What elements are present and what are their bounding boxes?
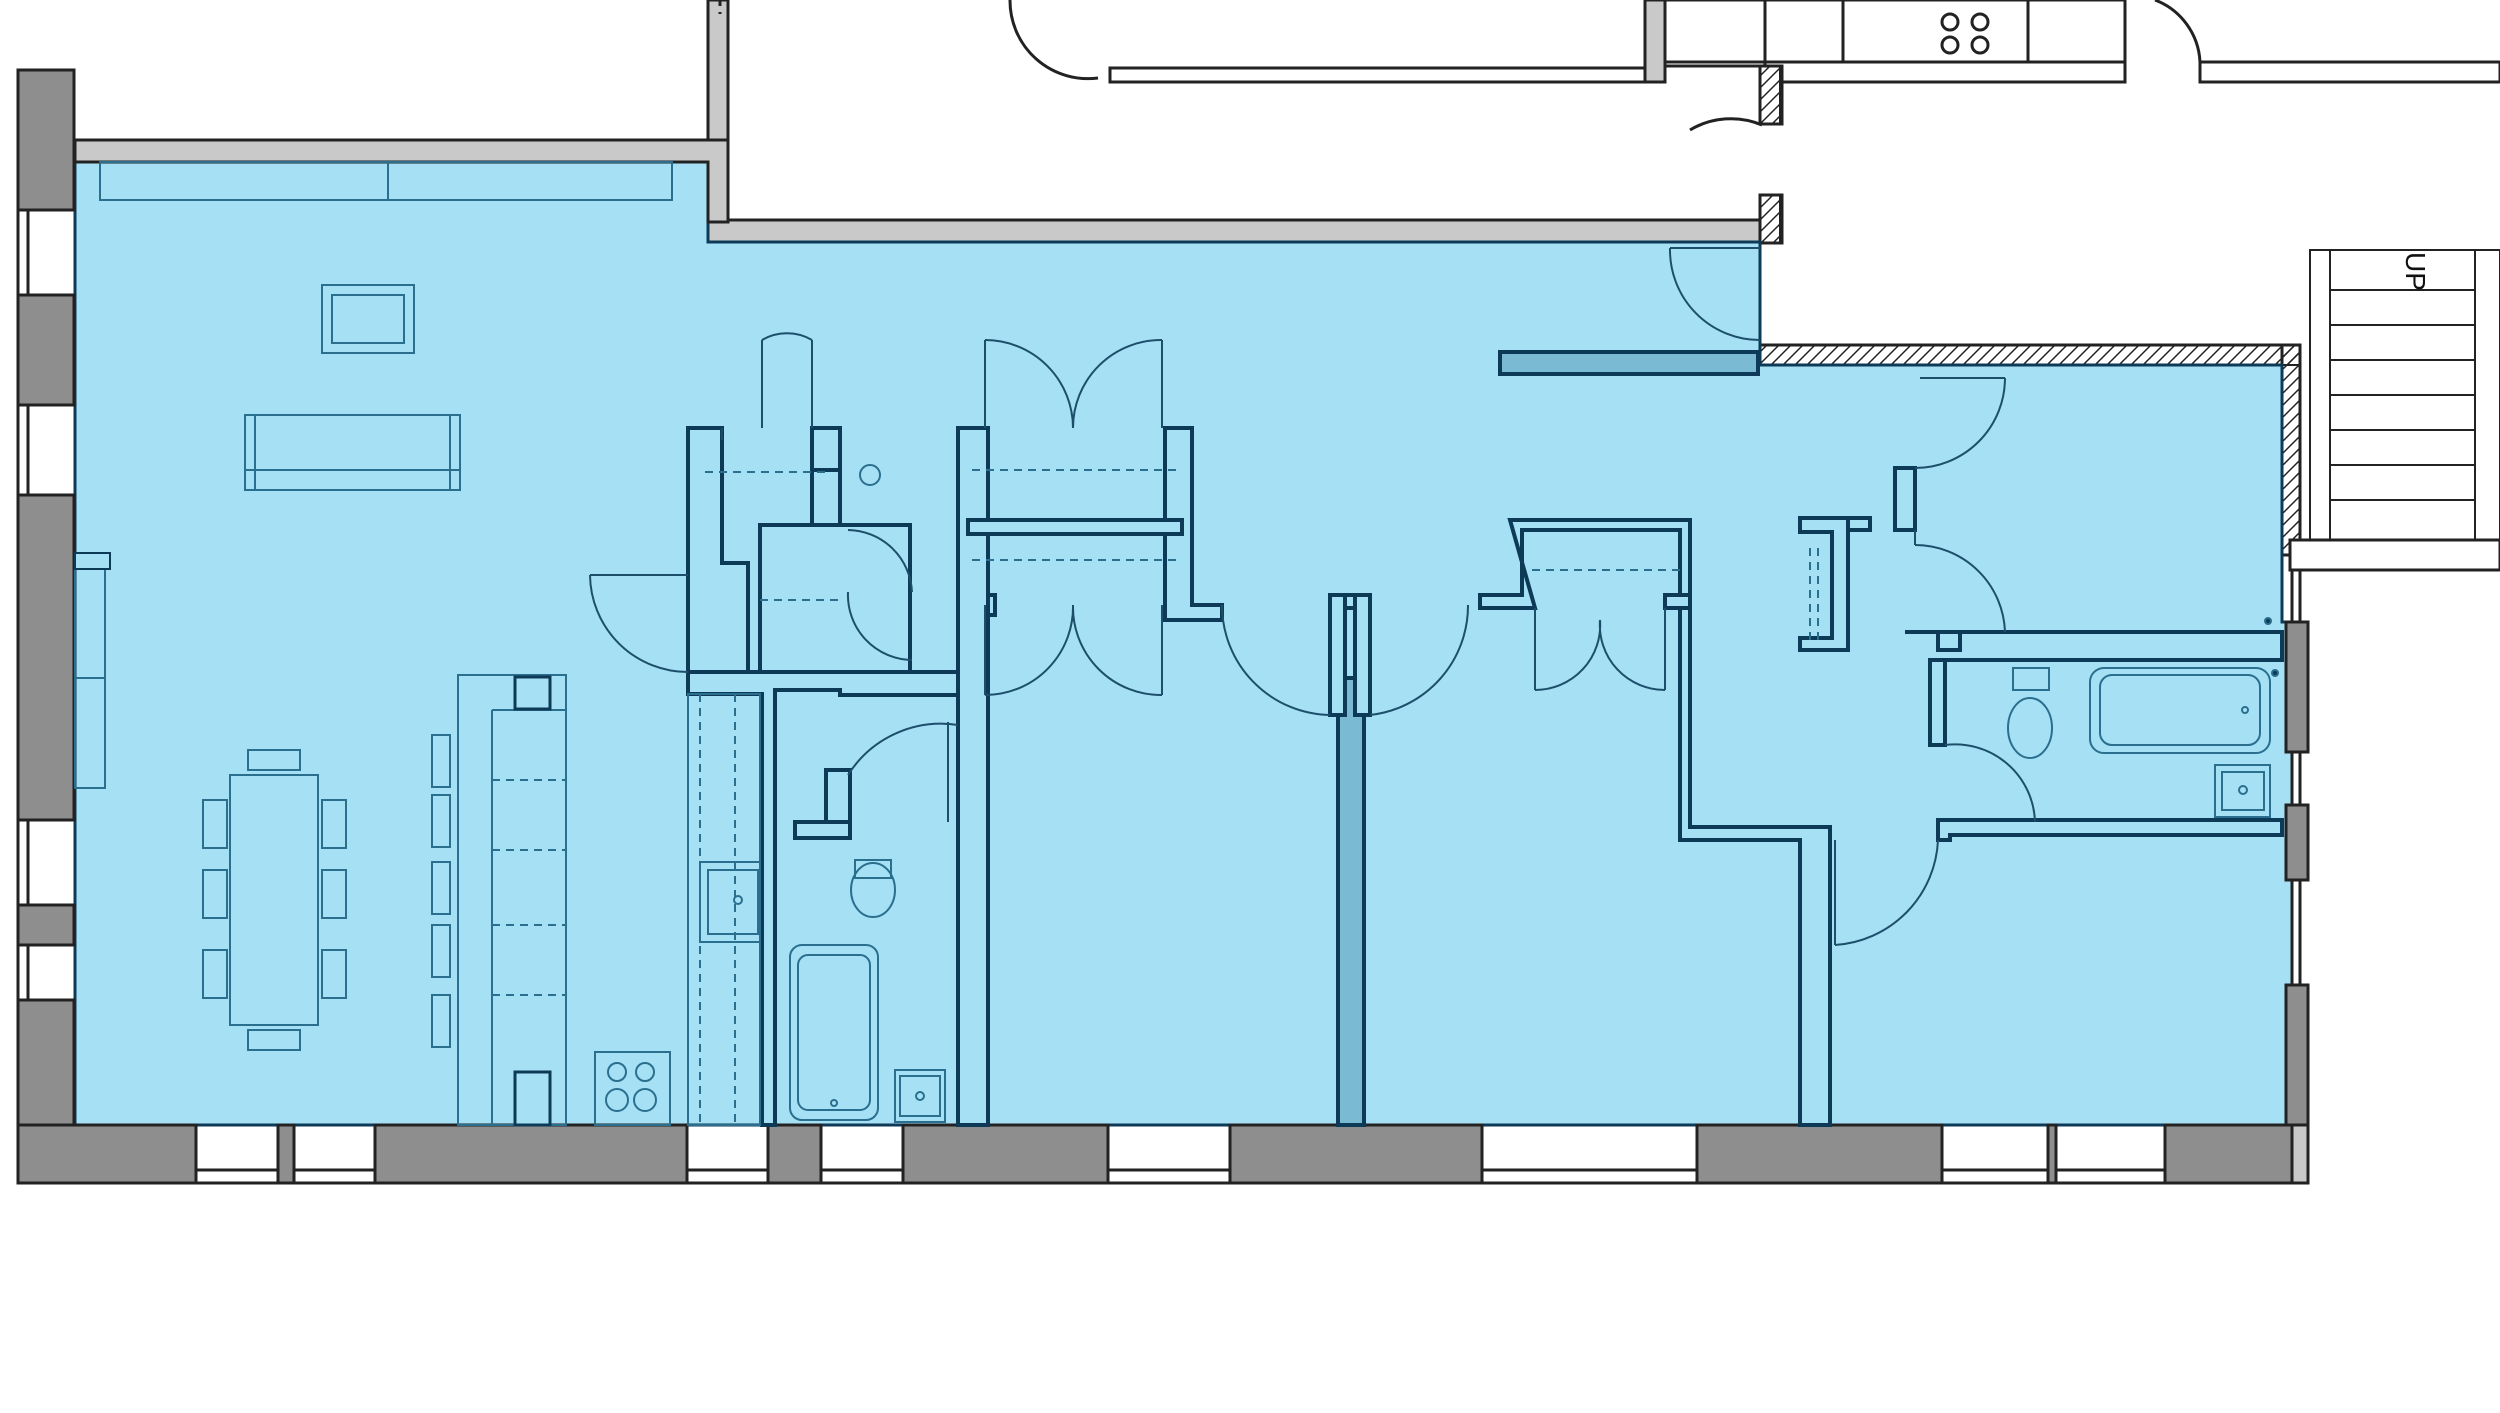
doors bbox=[589, 247, 2036, 946]
exterior-wall bbox=[16, 68, 2310, 1185]
furniture bbox=[74, 161, 2279, 1127]
stair-direction-label: UP bbox=[2400, 252, 2431, 291]
interior-walls bbox=[686, 350, 2284, 1127]
staircase bbox=[2288, 249, 2500, 572]
